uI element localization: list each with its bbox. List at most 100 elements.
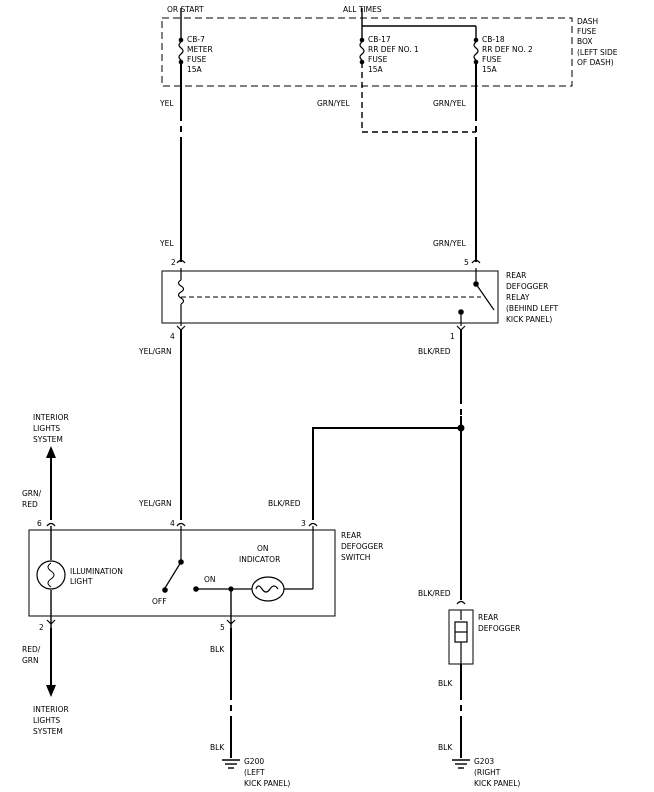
cb7-breaker-icon [178,37,184,65]
cb18-line-2: RR DEF NO. 2 [482,45,533,54]
g200-label-3: KICK PANEL) [244,779,290,788]
illumination-label-2: LIGHT [70,577,93,586]
cb7-line-2: METER [187,45,213,54]
cb18-breaker-icon [473,37,479,65]
interior-top-3: SYSTEM [33,435,63,444]
cb18-line-4: 15A [482,65,498,74]
wire-redgrn-2: GRN [22,656,39,665]
wire-grnred-1: GRN/ [22,489,42,498]
wire-blk-4: BLK [438,743,453,752]
relay-pin-5: 5 [464,258,469,267]
switch-on-label: ON [204,575,216,584]
relay-label-4: (BEHIND LEFT [506,304,559,313]
cb17-line-4: 15A [368,65,384,74]
dash-fuse-box: OR START ALL TIMES CB-7 METER FUSE 15A C… [161,5,618,87]
interior-bottom-3: SYSTEM [33,727,63,736]
fuse-box-side-4: (LEFT SIDE [577,48,618,57]
rear-defogger-switch: ILLUMINATION LIGHT OFF ON ON INDICATOR 6… [28,519,383,632]
switch-outline [28,529,336,617]
g200-label-2: (LEFT [244,768,265,777]
relay-contact-icon [456,259,495,331]
switch-pin-3: 3 [301,519,306,528]
interior-bottom-2: LIGHTS [33,716,60,725]
defogger-grid-icon [454,610,468,664]
cb18-line-1: CB-18 [482,35,505,44]
g203-label-1: G203 [474,757,494,766]
all-times-label: ALL TIMES [343,5,382,14]
fuse-box-side-1: DASH [577,17,598,26]
wire-blkred-2: BLK/RED [268,499,301,508]
wire-blk-3: BLK [210,743,225,752]
switch-label-3: SWITCH [341,553,370,562]
relay-coil-icon [176,259,186,331]
arrow-down-icon [46,685,56,697]
or-start-label: OR START [167,5,204,14]
defogger-label-2: DEFOGGER [478,624,520,633]
cb7-line-3: FUSE [187,55,207,64]
wire-yelgrn-1: YEL/GRN [138,347,172,356]
illumination-bulb-icon [36,560,66,590]
switch-label-2: DEFOGGER [341,542,383,551]
fuse-box-side-3: BOX [577,37,593,46]
cb17-breaker-icon [359,37,365,65]
cb17-line-3: FUSE [368,55,388,64]
fuse-box-side-5: OF DASH) [577,58,614,67]
on-indicator-lamp-icon [251,526,314,602]
arrow-up-icon [46,446,56,458]
wire-blk-1: BLK [210,645,225,654]
relay-label-5: KICK PANEL) [506,315,552,324]
wire-redgrn-1: RED/ [22,645,41,654]
wire-blkred-3: BLK/RED [418,589,451,598]
wire-grnred-2: RED [22,500,38,509]
cb18-line-3: FUSE [482,55,502,64]
wire-grnyel-top-1: GRN/YEL [317,99,350,108]
wire-yel-relay: YEL [159,239,174,248]
interior-top-2: LIGHTS [33,424,60,433]
fuse-box-side-2: FUSE [577,27,597,36]
interior-lights-top: INTERIOR LIGHTS SYSTEM [33,413,69,520]
relay-pin-1: 1 [450,332,455,341]
rear-defogger-relay: 2 5 4 1 REAR DEFOGGER RELAY (BEHIND LEFT… [161,258,559,341]
ground-wiring [230,628,462,758]
g200-label-1: G200 [244,757,264,766]
middle-wiring [180,330,462,600]
wire-yelgrn-2: YEL/GRN [138,499,172,508]
g203-label-2: (RIGHT [474,768,501,777]
relay-label-1: REAR [506,271,526,280]
cb17-line-2: RR DEF NO. 1 [368,45,419,54]
relay-outline [161,270,499,324]
on-indicator-label-1: ON [257,544,269,553]
fuse-box-outline [161,17,573,87]
switch-pin-4: 4 [170,519,175,528]
defogger-label-1: REAR [478,613,498,622]
splice-dot [457,424,465,432]
switch-pin-2: 2 [39,623,44,632]
rear-defogger: REAR DEFOGGER [448,600,520,665]
cb7-line-4: 15A [187,65,203,74]
wire-grnyel-relay: GRN/YEL [433,239,466,248]
upper-wiring [180,62,477,262]
relay-pin-4: 4 [170,332,175,341]
g203-label-3: KICK PANEL) [474,779,520,788]
relay-label-3: RELAY [506,293,530,302]
cb7-line-1: CB-7 [187,35,205,44]
switch-off-label: OFF [152,597,167,606]
switch-pin-5: 5 [220,623,225,632]
wire-grnyel-top-2: GRN/YEL [433,99,466,108]
switch-pin-6: 6 [37,519,42,528]
interior-top-1: INTERIOR [33,413,69,422]
relay-pin-2: 2 [171,258,176,267]
interior-lights-bottom: INTERIOR LIGHTS SYSTEM [33,628,69,736]
wire-yel-top: YEL [159,99,174,108]
switch-label-1: REAR [341,531,361,540]
interior-bottom-1: INTERIOR [33,705,69,714]
defogger-switch-contact-icon [162,526,252,593]
on-indicator-label-2: INDICATOR [239,555,280,564]
g200-ground-icon [222,759,240,769]
g203-ground-icon [452,759,470,769]
wire-blkred-1: BLK/RED [418,347,451,356]
relay-label-2: DEFOGGER [506,282,548,291]
cb17-line-1: CB-17 [368,35,391,44]
wire-blk-2: BLK [438,679,453,688]
